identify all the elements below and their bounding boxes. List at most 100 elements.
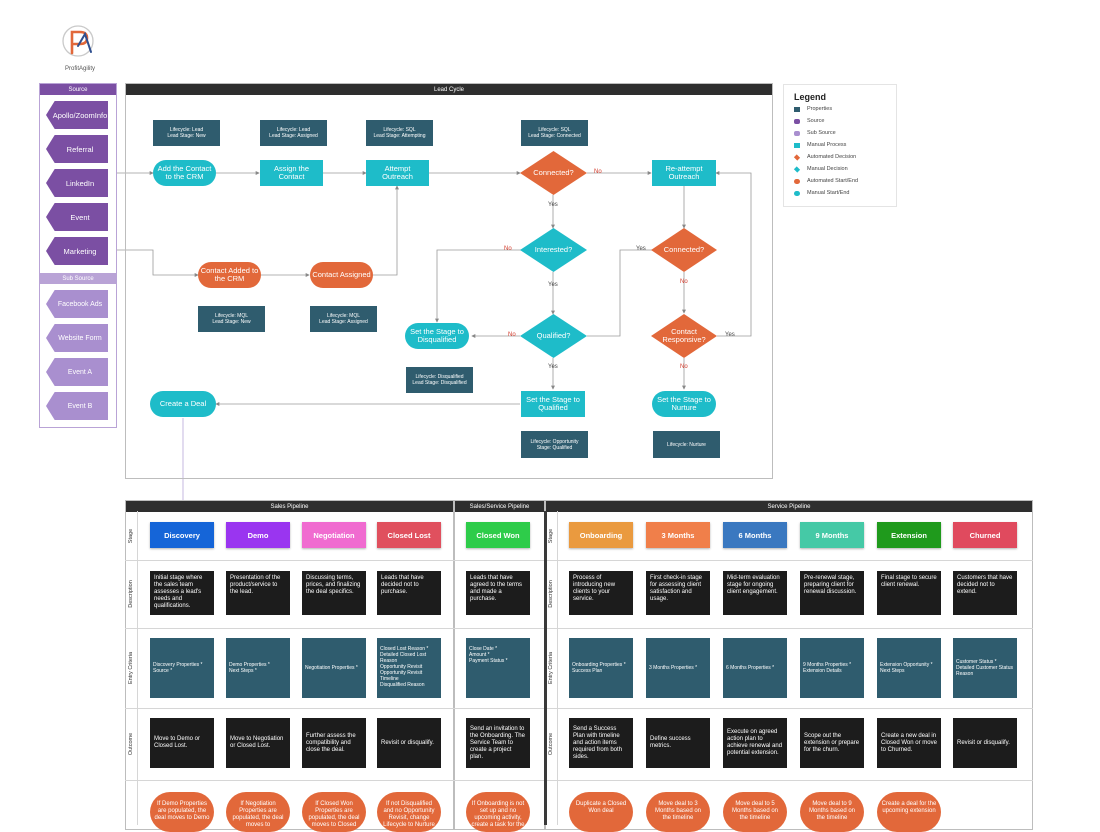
node-contact-added[interactable]: Contact Added to the CRM — [198, 262, 261, 288]
legend-item: Sub Source — [794, 130, 836, 136]
stage-description: Initial stage where the sales team asses… — [150, 571, 214, 615]
decision-connected-retry[interactable]: Connected? — [651, 228, 717, 272]
stage-3[interactable]: Closed Lost — [377, 522, 441, 548]
decision-qualified[interactable]: Qualified? — [520, 314, 587, 358]
stage-entry-criteria: Negotiation Properties * — [302, 638, 366, 698]
node-set-nurture[interactable]: Set the Stage to Nurture — [652, 391, 716, 417]
stage-automation[interactable]: Create a deal for the upcoming extension — [877, 792, 941, 832]
stage-entry-criteria: Closed Lost Reason * Detailed Closed Los… — [377, 638, 441, 698]
stage-automation[interactable]: If not Disqualified and no Opportunity R… — [377, 792, 441, 832]
stage-automation[interactable]: Move deal to 3 Months based on the timel… — [646, 792, 710, 832]
legend-swatch-sub-source-icon — [794, 130, 800, 136]
sub-source-facebook[interactable]: Facebook Ads — [46, 290, 108, 318]
stage-outcome: Revisit or disqualify. — [377, 718, 441, 768]
stage-entry-criteria: Discovery Properties * Source * — [150, 638, 214, 698]
row-label-stage: Stage — [128, 528, 134, 543]
node-assign-contact[interactable]: Assign the Contact — [260, 160, 323, 186]
property-nurture: Lifecycle: Nurture — [653, 431, 720, 458]
lead-cycle-frame: Lead Cycle — [125, 83, 773, 479]
logo-mark-icon — [62, 25, 94, 57]
pipeline-separator — [544, 511, 547, 825]
source-event[interactable]: Event — [46, 203, 108, 231]
stage-outcome: Move to Negotiation or Closed Lost. — [226, 718, 290, 768]
label-no: No — [504, 246, 512, 252]
stage-outcome: Send an invitation to the Onboarding. Th… — [466, 718, 530, 768]
stage-description: Mid-term evaluation stage for ongoing cl… — [723, 571, 787, 615]
sub-source-header: Sub Source — [40, 273, 116, 284]
stage-2[interactable]: Negotiation — [302, 522, 366, 548]
legend-title: Legend — [794, 92, 827, 102]
node-contact-assigned[interactable]: Contact Assigned — [310, 262, 373, 288]
source-marketing[interactable]: Marketing — [46, 237, 108, 265]
stage-automation[interactable]: Duplicate a Closed Won deal — [569, 792, 633, 832]
node-set-qualified[interactable]: Set the Stage to Qualified — [521, 391, 585, 417]
source-referral[interactable]: Referral — [46, 135, 108, 163]
stage-description: Process of introducing new clients to yo… — [569, 571, 633, 615]
row-label-outcome: Outcome — [548, 732, 555, 756]
stage-9[interactable]: Extension — [877, 522, 941, 548]
node-attempt-outreach[interactable]: Attempt Outreach — [366, 160, 429, 186]
row-label-description: Description — [128, 580, 135, 608]
stage-outcome: Define success metrics. — [646, 718, 710, 768]
stage-outcome: Execute on agreed action plan to achieve… — [723, 718, 787, 768]
stage-automation[interactable]: Move deal to 5 Months based on the timel… — [723, 792, 787, 832]
stage-outcome: Further assess the compatibility and clo… — [302, 718, 366, 768]
stage-7[interactable]: 6 Months — [723, 522, 787, 548]
sub-source-event-a[interactable]: Event A — [46, 358, 108, 386]
stage-5[interactable]: Onboarding — [569, 522, 633, 548]
node-set-disqualified[interactable]: Set the Stage to Disqualified — [405, 323, 469, 349]
stage-0[interactable]: Discovery — [150, 522, 214, 548]
node-add-contact[interactable]: Add the Contact to the CRM — [153, 160, 216, 186]
stage-automation[interactable]: If Closed Won Properties are populated, … — [302, 792, 366, 832]
stage-entry-criteria: Extension Opportunity * Next Steps — [877, 638, 941, 698]
stage-outcome: Move to Demo or Closed Lost. — [150, 718, 214, 768]
stage-6[interactable]: 3 Months — [646, 522, 710, 548]
property-lead-new: Lifecycle: Lead Lead Stage: New — [153, 120, 220, 146]
sub-source-event-b[interactable]: Event B — [46, 392, 108, 420]
sales-service-pipeline-header: Sales/Service Pipeline — [455, 501, 544, 512]
stage-1[interactable]: Demo — [226, 522, 290, 548]
property-opportunity-qualified: Lifecycle: Opportunity Stage: Qualified — [521, 431, 588, 458]
stage-entry-criteria: 3 Months Properties * — [646, 638, 710, 698]
legend-item: Manual Decision — [793, 165, 848, 173]
stage-automation[interactable]: If Negotiation Properties are populated,… — [226, 792, 290, 832]
row-label-outcome: Outcome — [128, 732, 135, 756]
stage-description: Discussing terms, prices, and finalizing… — [302, 571, 366, 615]
legend-swatch-automated-decision-icon — [793, 153, 801, 161]
stage-automation[interactable]: Move deal to 9 Months based on the timel… — [800, 792, 864, 832]
legend-swatch-manual-start-end-icon — [794, 190, 800, 196]
legend-item: Automated Start/End — [794, 178, 858, 184]
label-no: No — [680, 364, 688, 370]
property-lead-assigned: Lifecycle: Lead Lead Stage: Assigned — [260, 120, 327, 146]
stage-automation[interactable]: If Onboarding is not set up and no upcom… — [466, 792, 530, 832]
source-header: Source — [40, 84, 116, 95]
legend: Legend Properties Source Sub Source Manu… — [783, 84, 897, 207]
property-sql-connected: Lifecycle: SQL Lead Stage: Connected — [521, 120, 588, 146]
logo-text: ProfitAgility — [64, 66, 95, 72]
label-no: No — [594, 169, 602, 175]
node-reattempt-outreach[interactable]: Re-attempt Outreach — [652, 160, 716, 186]
legend-swatch-manual-decision-icon — [793, 165, 801, 173]
source-linkedin[interactable]: LinkedIn — [46, 169, 108, 197]
legend-swatch-source-icon — [794, 118, 800, 124]
stage-description: Customers that have decided not to exten… — [953, 571, 1017, 615]
decision-interested[interactable]: Interested? — [520, 228, 587, 272]
stage-description: Final stage to secure client renewal. — [877, 571, 941, 615]
sub-source-website-form[interactable]: Website Form — [46, 324, 108, 352]
stage-entry-criteria: Onboarding Properties * Success Plan — [569, 638, 633, 698]
stage-entry-criteria: Demo Properties * Next Steps * — [226, 638, 290, 698]
stage-entry-criteria: 9 Months Properties * Extension Details — [800, 638, 864, 698]
stage-automation[interactable]: If Demo Properties are populated, the de… — [150, 792, 214, 832]
stage-10[interactable]: Churned — [953, 522, 1017, 548]
stage-4[interactable]: Closed Won — [466, 522, 530, 548]
row-divider — [125, 628, 1033, 629]
property-mql-new: Lifecycle: MQL Lead Stage: New — [198, 306, 265, 332]
node-create-deal[interactable]: Create a Deal — [150, 391, 216, 417]
decision-connected[interactable]: Connected? — [520, 151, 587, 195]
stage-8[interactable]: 9 Months — [800, 522, 864, 548]
logo: ProfitAgility — [58, 24, 102, 72]
stage-description: Leads that have agreed to the terms and … — [466, 571, 530, 615]
source-apollo[interactable]: Apollo/ZoomInfo — [46, 101, 108, 129]
decision-contact-responsive[interactable]: Contact Responsive? — [651, 314, 717, 358]
